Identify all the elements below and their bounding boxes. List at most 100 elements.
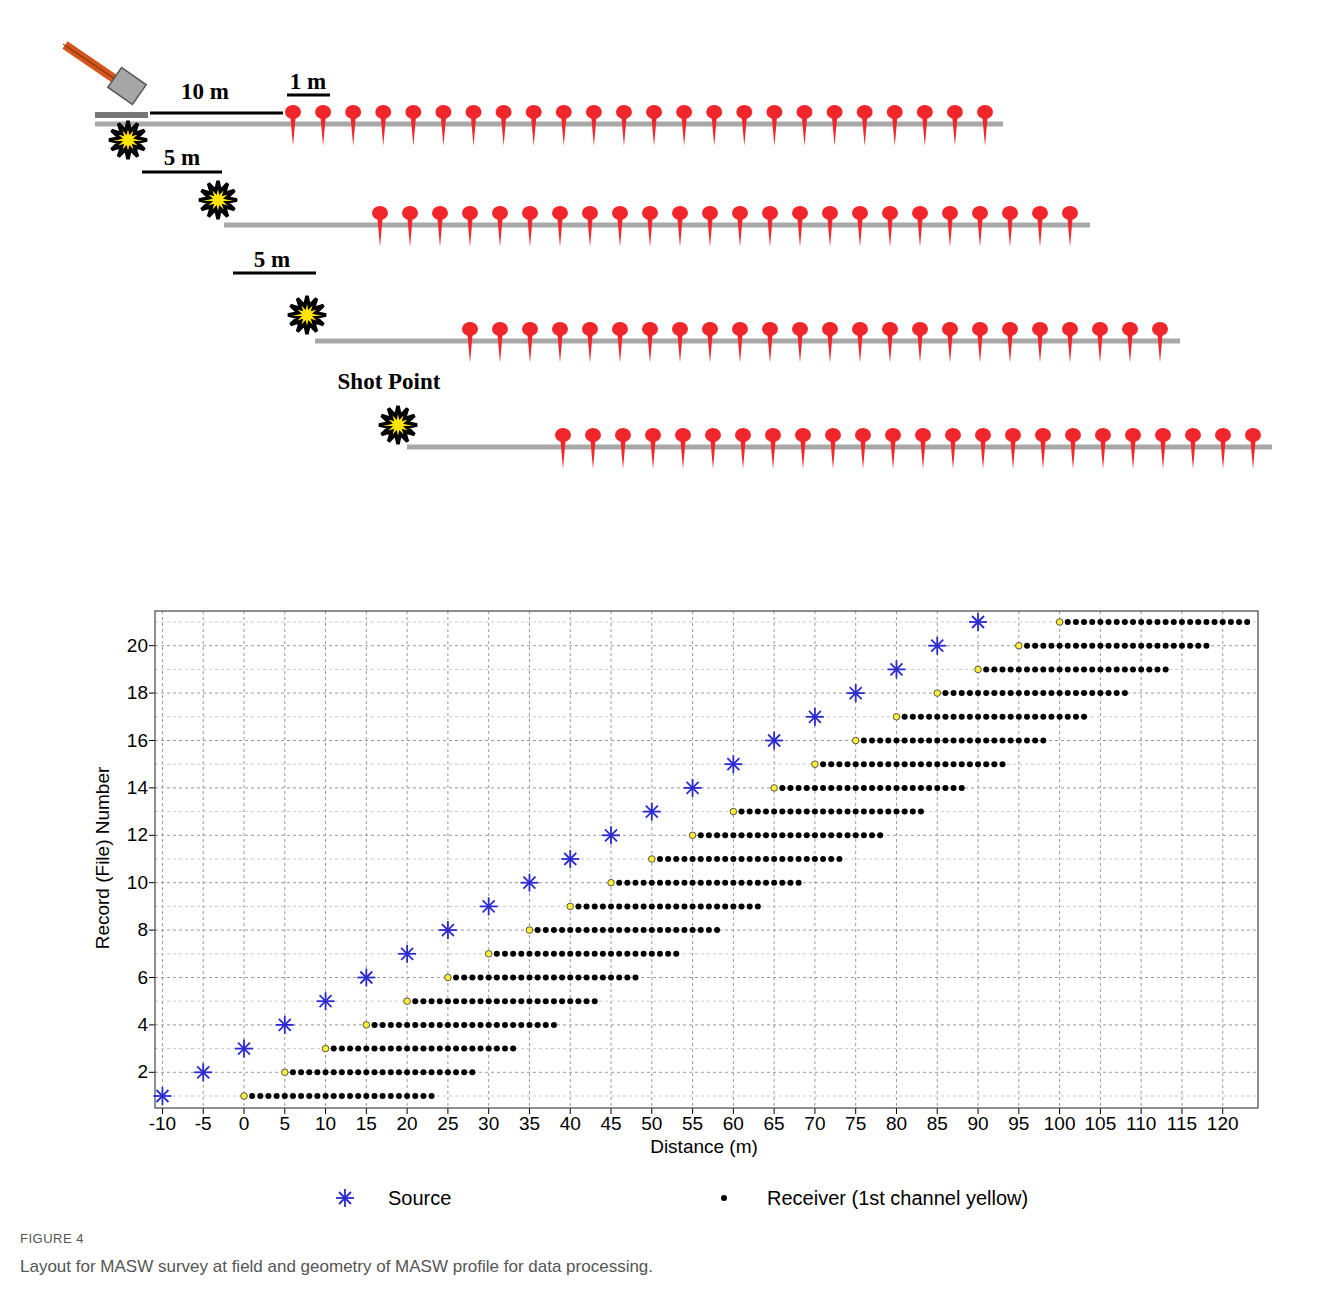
receiver-dot <box>877 785 883 791</box>
geophone-head <box>1152 322 1168 336</box>
receiver-dot <box>804 856 810 862</box>
receiver-dot <box>820 761 826 767</box>
receiver-dot <box>510 1046 516 1052</box>
receiver-dot <box>1032 666 1038 672</box>
receiver-dot <box>420 1093 426 1099</box>
receiver-dot <box>902 761 908 767</box>
receiver-dot <box>918 714 924 720</box>
receiver-dot <box>453 1046 459 1052</box>
x-tick-label: 50 <box>641 1114 662 1135</box>
receiver-dot <box>893 761 899 767</box>
x-tick-label: 80 <box>886 1114 907 1135</box>
receiver-dot <box>706 927 712 933</box>
receiver-dot <box>461 1069 467 1075</box>
receiver-dot <box>502 1046 508 1052</box>
geophone-spike <box>862 118 867 146</box>
geophone-head <box>435 105 451 119</box>
receiver-dot <box>657 903 663 909</box>
receiver-dot <box>673 951 679 957</box>
receiver-dot <box>584 975 590 981</box>
receiver-dot <box>478 975 484 981</box>
receiver-dot <box>942 785 948 791</box>
receiver-dot <box>991 738 997 744</box>
geophone-spike <box>951 441 956 469</box>
receiver-dot <box>1138 643 1144 649</box>
x-tick-label: 75 <box>845 1114 866 1135</box>
x-tick-label: 95 <box>1008 1114 1029 1135</box>
receiver-dot <box>722 903 728 909</box>
geophone-head <box>825 428 841 442</box>
geophone-spike <box>648 335 653 363</box>
receiver-dot <box>1146 619 1152 625</box>
receiver-dot <box>632 975 638 981</box>
first-channel <box>975 666 982 673</box>
receiver-dot <box>714 927 720 933</box>
geophone-spike <box>983 118 988 146</box>
receiver-dot <box>624 975 630 981</box>
geophone-head <box>882 322 898 336</box>
receiver-dot <box>1195 619 1201 625</box>
receiver-dot <box>1040 714 1046 720</box>
first-channel <box>567 903 574 910</box>
receiver-dot <box>706 856 712 862</box>
geophone-spike <box>891 441 896 469</box>
receiver-dot <box>502 975 508 981</box>
receiver-dot <box>1065 643 1071 649</box>
source-marker <box>887 660 905 678</box>
receiver-dot <box>1000 738 1006 744</box>
receiver-dot <box>404 1069 410 1075</box>
tick-mark <box>149 693 155 694</box>
geophone-spike <box>648 219 653 247</box>
receiver-dot <box>388 1093 394 1099</box>
receiver-dot <box>812 832 818 838</box>
receiver-dot <box>575 927 581 933</box>
spread-cable <box>315 339 1180 344</box>
x-tick-label: 120 <box>1207 1114 1239 1135</box>
source-sample <box>336 1189 354 1207</box>
receiver-dot <box>1057 666 1063 672</box>
shot-burst <box>288 296 326 334</box>
geophone-spike <box>681 441 686 469</box>
source-marker <box>520 874 538 892</box>
geophone-spike <box>501 118 506 146</box>
geophone-spike <box>948 219 953 247</box>
tick-mark <box>149 930 155 931</box>
receiver-dot <box>575 903 581 909</box>
tick-mark <box>149 882 155 883</box>
receiver-dot <box>478 1022 484 1028</box>
receiver-dot <box>1187 643 1193 649</box>
x-tick-label: 30 <box>478 1114 499 1135</box>
receiver-dot <box>1048 643 1054 649</box>
receiver-dot <box>665 880 671 886</box>
receiver-dot <box>274 1093 280 1099</box>
receiver-dot <box>1000 690 1006 696</box>
receiver-dot <box>1106 643 1112 649</box>
geophone-head <box>942 206 958 220</box>
receiver-dot <box>1195 643 1201 649</box>
receiver-dot <box>763 809 769 815</box>
receiver-dot <box>983 761 989 767</box>
tick-mark <box>149 645 155 646</box>
receiver-dot <box>926 761 932 767</box>
geophone-spike <box>1191 441 1196 469</box>
geophone-spike <box>528 219 533 247</box>
geophone-spike <box>952 118 957 146</box>
hammer-handle-edge <box>63 44 121 83</box>
receiver-dot <box>380 1069 386 1075</box>
grid-line <box>155 1024 1258 1025</box>
receiver-dot <box>437 1069 443 1075</box>
geophone-spike <box>682 118 687 146</box>
receiver-dot <box>1138 666 1144 672</box>
receiver-dot <box>608 927 614 933</box>
receiver-dot <box>600 975 606 981</box>
receiver-dot <box>616 927 622 933</box>
receiver-dot <box>730 832 736 838</box>
first-channel <box>1016 642 1023 649</box>
geophone-spike <box>1101 441 1106 469</box>
receiver-dot <box>763 880 769 886</box>
receiver-dot <box>1024 666 1030 672</box>
receiver-dot <box>388 1069 394 1075</box>
first-channel <box>445 974 452 981</box>
geophone-spike <box>741 441 746 469</box>
geophone-spike <box>742 118 747 146</box>
